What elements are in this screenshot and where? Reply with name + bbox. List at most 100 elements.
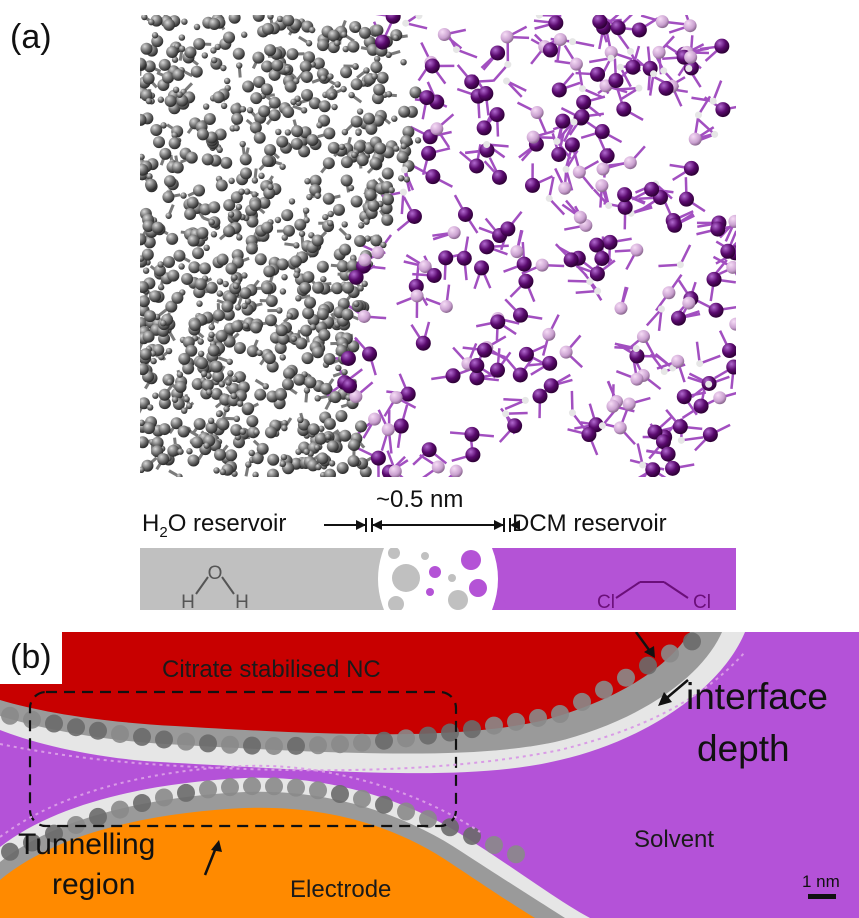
water-atom xyxy=(356,154,369,167)
water-o-label: O xyxy=(208,563,223,584)
water-atom xyxy=(178,45,186,53)
water-atom xyxy=(340,85,347,93)
water-atom xyxy=(293,373,306,386)
water-atom xyxy=(196,227,209,240)
interface-molecule xyxy=(573,692,591,711)
water-atom xyxy=(151,32,159,39)
water-atom xyxy=(309,174,322,187)
water-atom xyxy=(171,161,184,174)
water-atom xyxy=(203,112,216,125)
water-atom xyxy=(336,461,349,474)
water-atom xyxy=(171,131,178,139)
carbon-atom xyxy=(728,214,736,228)
chlorine-atom xyxy=(518,273,534,289)
chlorine-atom xyxy=(645,462,661,477)
water-atom xyxy=(376,71,389,84)
water-atom xyxy=(299,60,312,73)
interface-molecule xyxy=(1,706,19,725)
molecular-snapshot xyxy=(140,15,736,477)
water-atom xyxy=(254,388,267,401)
water-atom xyxy=(350,115,363,128)
water-atom xyxy=(193,23,201,31)
water-atom xyxy=(163,18,176,31)
water-atom xyxy=(220,156,233,169)
water-atom xyxy=(216,253,229,266)
water-atom xyxy=(281,209,294,222)
water-atom xyxy=(280,453,288,461)
interface-molecule xyxy=(309,736,327,755)
water-atom xyxy=(303,51,316,64)
water-atom xyxy=(208,417,215,425)
carbon-atom xyxy=(606,399,620,413)
water-atom xyxy=(302,307,315,320)
water-atom xyxy=(205,421,218,434)
interface-molecule xyxy=(265,777,283,796)
water-h2-label: H xyxy=(235,592,249,610)
water-atom xyxy=(233,341,246,354)
carbon-atom xyxy=(349,390,363,404)
water-atom xyxy=(174,380,187,393)
water-atom xyxy=(340,31,348,38)
chlorine-atom xyxy=(469,158,485,174)
chlorine-atom xyxy=(474,260,490,276)
water-atom xyxy=(340,174,353,187)
water-atom xyxy=(181,18,188,25)
water-atom xyxy=(350,78,363,91)
hydrogen-atom xyxy=(660,368,668,376)
water-atom xyxy=(307,423,320,436)
chlorine-atom xyxy=(676,389,692,405)
chlorine-atom xyxy=(478,86,494,102)
chlorine-atom xyxy=(490,45,506,61)
water-atom xyxy=(300,324,313,337)
water-atom xyxy=(284,129,292,136)
chlorine-atom xyxy=(594,124,610,140)
water-atom xyxy=(243,188,251,195)
water-atom xyxy=(239,106,247,113)
water-atom xyxy=(348,91,355,99)
panel-b-label-box xyxy=(0,632,62,684)
water-atom xyxy=(140,281,149,294)
hydrogen-atom xyxy=(586,278,594,286)
chlorine-atom xyxy=(489,107,505,123)
water-atom xyxy=(145,178,158,191)
dcm-bond xyxy=(616,86,639,91)
chlorine-atom xyxy=(445,368,461,384)
dcm-bond xyxy=(658,263,681,268)
water-atom xyxy=(162,191,175,204)
chlorine-atom xyxy=(518,346,534,362)
water-atom xyxy=(220,64,227,72)
chlorine-atom xyxy=(644,181,660,197)
water-atom xyxy=(225,449,238,462)
panel-b-label: (b) xyxy=(10,638,52,676)
water-atom xyxy=(265,295,278,308)
dcm-bond xyxy=(562,121,576,143)
water-atom xyxy=(142,219,155,232)
dcm-bond xyxy=(619,66,632,88)
tunnelling-label-line2: region xyxy=(52,868,136,901)
water-atom xyxy=(308,26,316,34)
nanocrystal xyxy=(0,632,690,735)
water-atom xyxy=(250,92,263,105)
hydrogen-atom xyxy=(562,165,570,173)
chlorine-atom xyxy=(421,145,437,161)
water-atom xyxy=(352,63,359,70)
interface-molecule xyxy=(221,778,239,797)
water-atom xyxy=(315,463,322,471)
chlorine-atom xyxy=(608,73,624,89)
water-atom xyxy=(232,283,240,290)
interface-molecule xyxy=(353,733,371,752)
water-atom xyxy=(181,407,188,414)
carbon-atom xyxy=(418,260,432,274)
water-atom xyxy=(300,107,308,114)
water-atom xyxy=(253,429,260,436)
dcm-region xyxy=(492,548,736,610)
water-atom xyxy=(232,47,245,60)
water-atom xyxy=(324,433,332,440)
water-atom xyxy=(253,131,266,144)
water-atom xyxy=(288,198,296,205)
water-atom xyxy=(266,468,279,477)
water-atom xyxy=(323,417,336,430)
carbon-atom xyxy=(500,30,514,44)
water-atom xyxy=(176,91,183,98)
water-atom xyxy=(140,153,145,161)
